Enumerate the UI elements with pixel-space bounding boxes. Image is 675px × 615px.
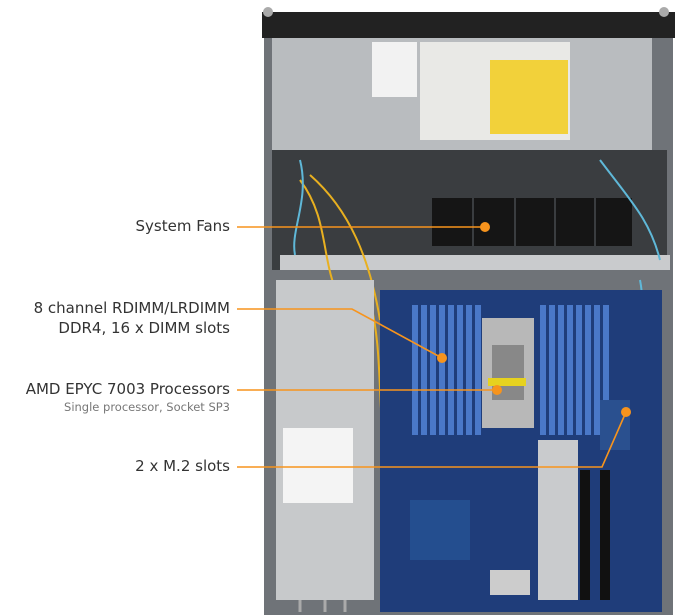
callout-sublabel: Single processor, Socket SP3 <box>64 400 230 414</box>
callout-system-fans: System Fans <box>136 216 230 236</box>
callout-label: 8 channel RDIMM/LRDIMM <box>33 299 230 317</box>
callout-label: AMD EPYC 7003 Processors <box>25 380 230 398</box>
callout-label: System Fans <box>135 217 230 235</box>
callout-label-2: DDR4, 16 x DIMM slots <box>58 319 230 337</box>
callout-label: 2 x M.2 slots <box>135 457 230 475</box>
system-fans <box>432 198 632 246</box>
callout-memory: 8 channel RDIMM/LRDIMM DDR4, 16 x DIMM s… <box>34 298 230 338</box>
riser-card <box>538 440 578 600</box>
dimm-slots <box>412 305 609 435</box>
leader-lines <box>237 226 627 468</box>
callout-cpu: AMD EPYC 7003 Processors Single processo… <box>26 379 230 415</box>
callout-m2: 2 x M.2 slots <box>135 456 230 476</box>
front-bezel <box>262 12 675 38</box>
callout-dots <box>437 222 631 417</box>
